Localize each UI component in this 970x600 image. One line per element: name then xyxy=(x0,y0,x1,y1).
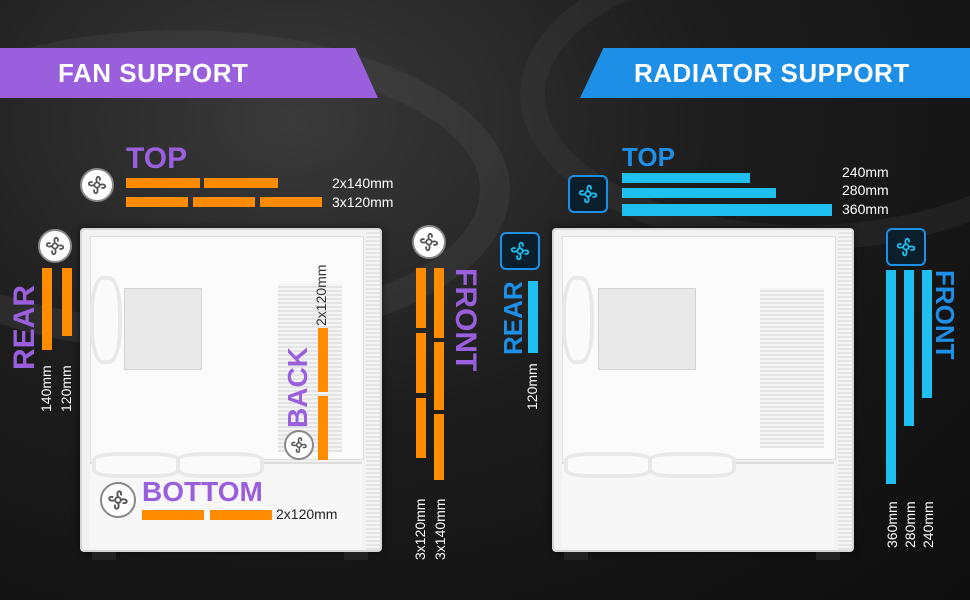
fan-back-size: 2x120mm xyxy=(313,264,329,326)
radiator-top-280-bar xyxy=(622,188,776,198)
fan-rear-140-bar xyxy=(42,268,52,350)
fan-rear-title: REAR xyxy=(8,284,41,370)
fan-icon xyxy=(568,175,608,213)
rear-fan xyxy=(562,276,594,364)
fan-top-size-120: 3x120mm xyxy=(332,194,394,210)
radiator-rear-120-bar xyxy=(528,281,538,353)
fan-icon xyxy=(500,232,540,270)
fan-top-size-140: 2x140mm xyxy=(332,175,394,191)
case-foot xyxy=(92,552,116,560)
radiator-front-title: FRONT xyxy=(930,270,960,360)
fan-front-140-bar xyxy=(434,268,444,338)
fan-icon xyxy=(38,229,72,263)
fan-rear-120-bar xyxy=(62,268,72,336)
fan-support-banner: FAN SUPPORT xyxy=(0,48,378,98)
back-mesh-panel xyxy=(760,288,824,448)
fan-top-140-bar xyxy=(204,178,278,188)
fan-icon xyxy=(100,482,136,518)
fan-rear-size-140: 140mm xyxy=(38,365,54,412)
fan-top-120-bar xyxy=(126,197,188,207)
fan-top-140-bar xyxy=(126,178,200,188)
fan-rear-size-120: 120mm xyxy=(58,365,74,412)
fan-top-120-bar xyxy=(193,197,255,207)
fan-top-120-bar xyxy=(260,197,322,207)
case-foot xyxy=(344,552,368,560)
fan-front-size-120: 3x120mm xyxy=(412,498,428,560)
radiator-front-280-bar xyxy=(904,270,914,426)
radiator-support-banner: RADIATOR SUPPORT xyxy=(580,48,970,98)
front-mesh-panel xyxy=(366,230,380,550)
fan-front-120-bar xyxy=(416,398,426,458)
bottom-fan xyxy=(564,452,652,478)
fan-back-bar xyxy=(318,396,328,460)
fan-front-140-bar xyxy=(434,414,444,480)
radiator-top-240-bar xyxy=(622,173,750,183)
radiator-front-size-240: 240mm xyxy=(920,501,936,548)
radiator-front-size-360: 360mm xyxy=(884,501,900,548)
bottom-fan xyxy=(92,452,180,478)
radiator-top-size-240: 240mm xyxy=(842,164,889,180)
radiator-front-240-bar xyxy=(922,270,932,398)
bottom-fan xyxy=(176,452,264,478)
fan-back-bar xyxy=(318,328,328,392)
case-foot xyxy=(564,552,588,560)
fan-front-title: FRONT xyxy=(449,268,482,372)
fan-back-title: BACK xyxy=(282,347,313,428)
fan-front-140-bar xyxy=(434,342,444,410)
fan-icon xyxy=(80,168,114,202)
motherboard-cutout xyxy=(124,288,202,370)
radiator-top-size-280: 280mm xyxy=(842,182,889,198)
fan-bottom-size: 2x120mm xyxy=(276,506,338,522)
fan-bottom-title: BOTTOM xyxy=(142,476,263,507)
front-mesh-panel xyxy=(838,230,852,550)
fan-icon xyxy=(412,225,446,259)
case-foot xyxy=(816,552,840,560)
fan-icon xyxy=(284,430,314,460)
fan-icon xyxy=(886,228,926,266)
rear-fan xyxy=(90,276,122,364)
fan-bottom-bar xyxy=(210,510,272,520)
radiator-front-360-bar xyxy=(886,270,896,484)
back-mesh-panel xyxy=(278,284,342,452)
case-image-radiator xyxy=(552,228,854,560)
fan-front-120-bar xyxy=(416,333,426,393)
radiator-rear-title: REAR xyxy=(498,281,528,355)
radiator-front-size-280: 280mm xyxy=(902,501,918,548)
radiator-top-title: TOP xyxy=(622,142,675,172)
fan-front-size-140: 3x140mm xyxy=(432,498,448,560)
radiator-rear-size-120: 120mm xyxy=(524,363,540,410)
fan-front-120-bar xyxy=(416,268,426,328)
radiator-top-size-360: 360mm xyxy=(842,201,889,217)
fan-top-title: TOP xyxy=(126,142,188,175)
bottom-fan xyxy=(648,452,736,478)
fan-bottom-bar xyxy=(142,510,204,520)
radiator-top-360-bar xyxy=(622,204,832,216)
motherboard-cutout xyxy=(598,288,696,370)
